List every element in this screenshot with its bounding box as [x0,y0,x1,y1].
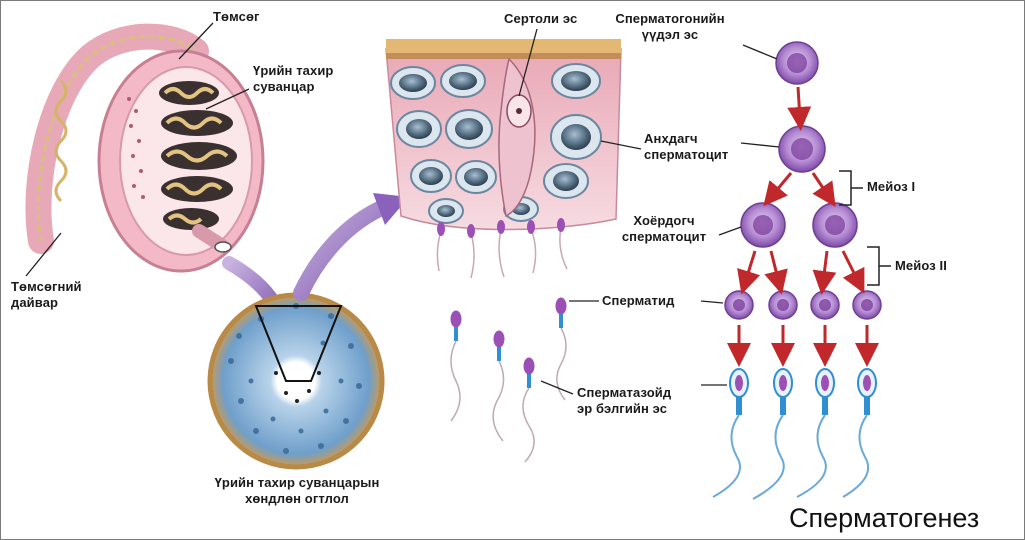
label-spermatogonia: Сперматогонийн үүдэл эс [595,11,745,43]
label-spermatozoa: Сперматазойд эр бэлгийн эс [577,385,671,417]
label-spermatid: Сперматид [602,293,674,309]
epithelium-section [386,39,621,278]
diagram-title: Сперматогенез [789,503,979,533]
label-primary-spermatocyte: Анхдагч сперматоцит [644,131,728,163]
label-cross-section: Үрийн тахир суванцарын хөндлөн огтлол [181,475,413,507]
label-meiosis-2: Мейоз II [895,258,947,274]
free-sperm-group [450,297,567,462]
mature-sperm-row [713,369,876,499]
label-seminiferous-tubules: Үрийн тахир суванцар [253,63,333,95]
label-epididymis: Төмсөгний дайвар [11,279,82,311]
label-meiosis-1: Мейоз I [867,179,915,195]
tubule-cross-section [210,295,382,467]
label-secondary-spermatocyte: Хоёрдогч сперматоцит [604,213,724,245]
label-scrotum: Төмсөг [213,9,260,25]
zoom-arrow-2 [301,206,386,293]
testis-drawing [38,37,263,271]
label-sertoli: Сертоли эс [504,11,577,27]
